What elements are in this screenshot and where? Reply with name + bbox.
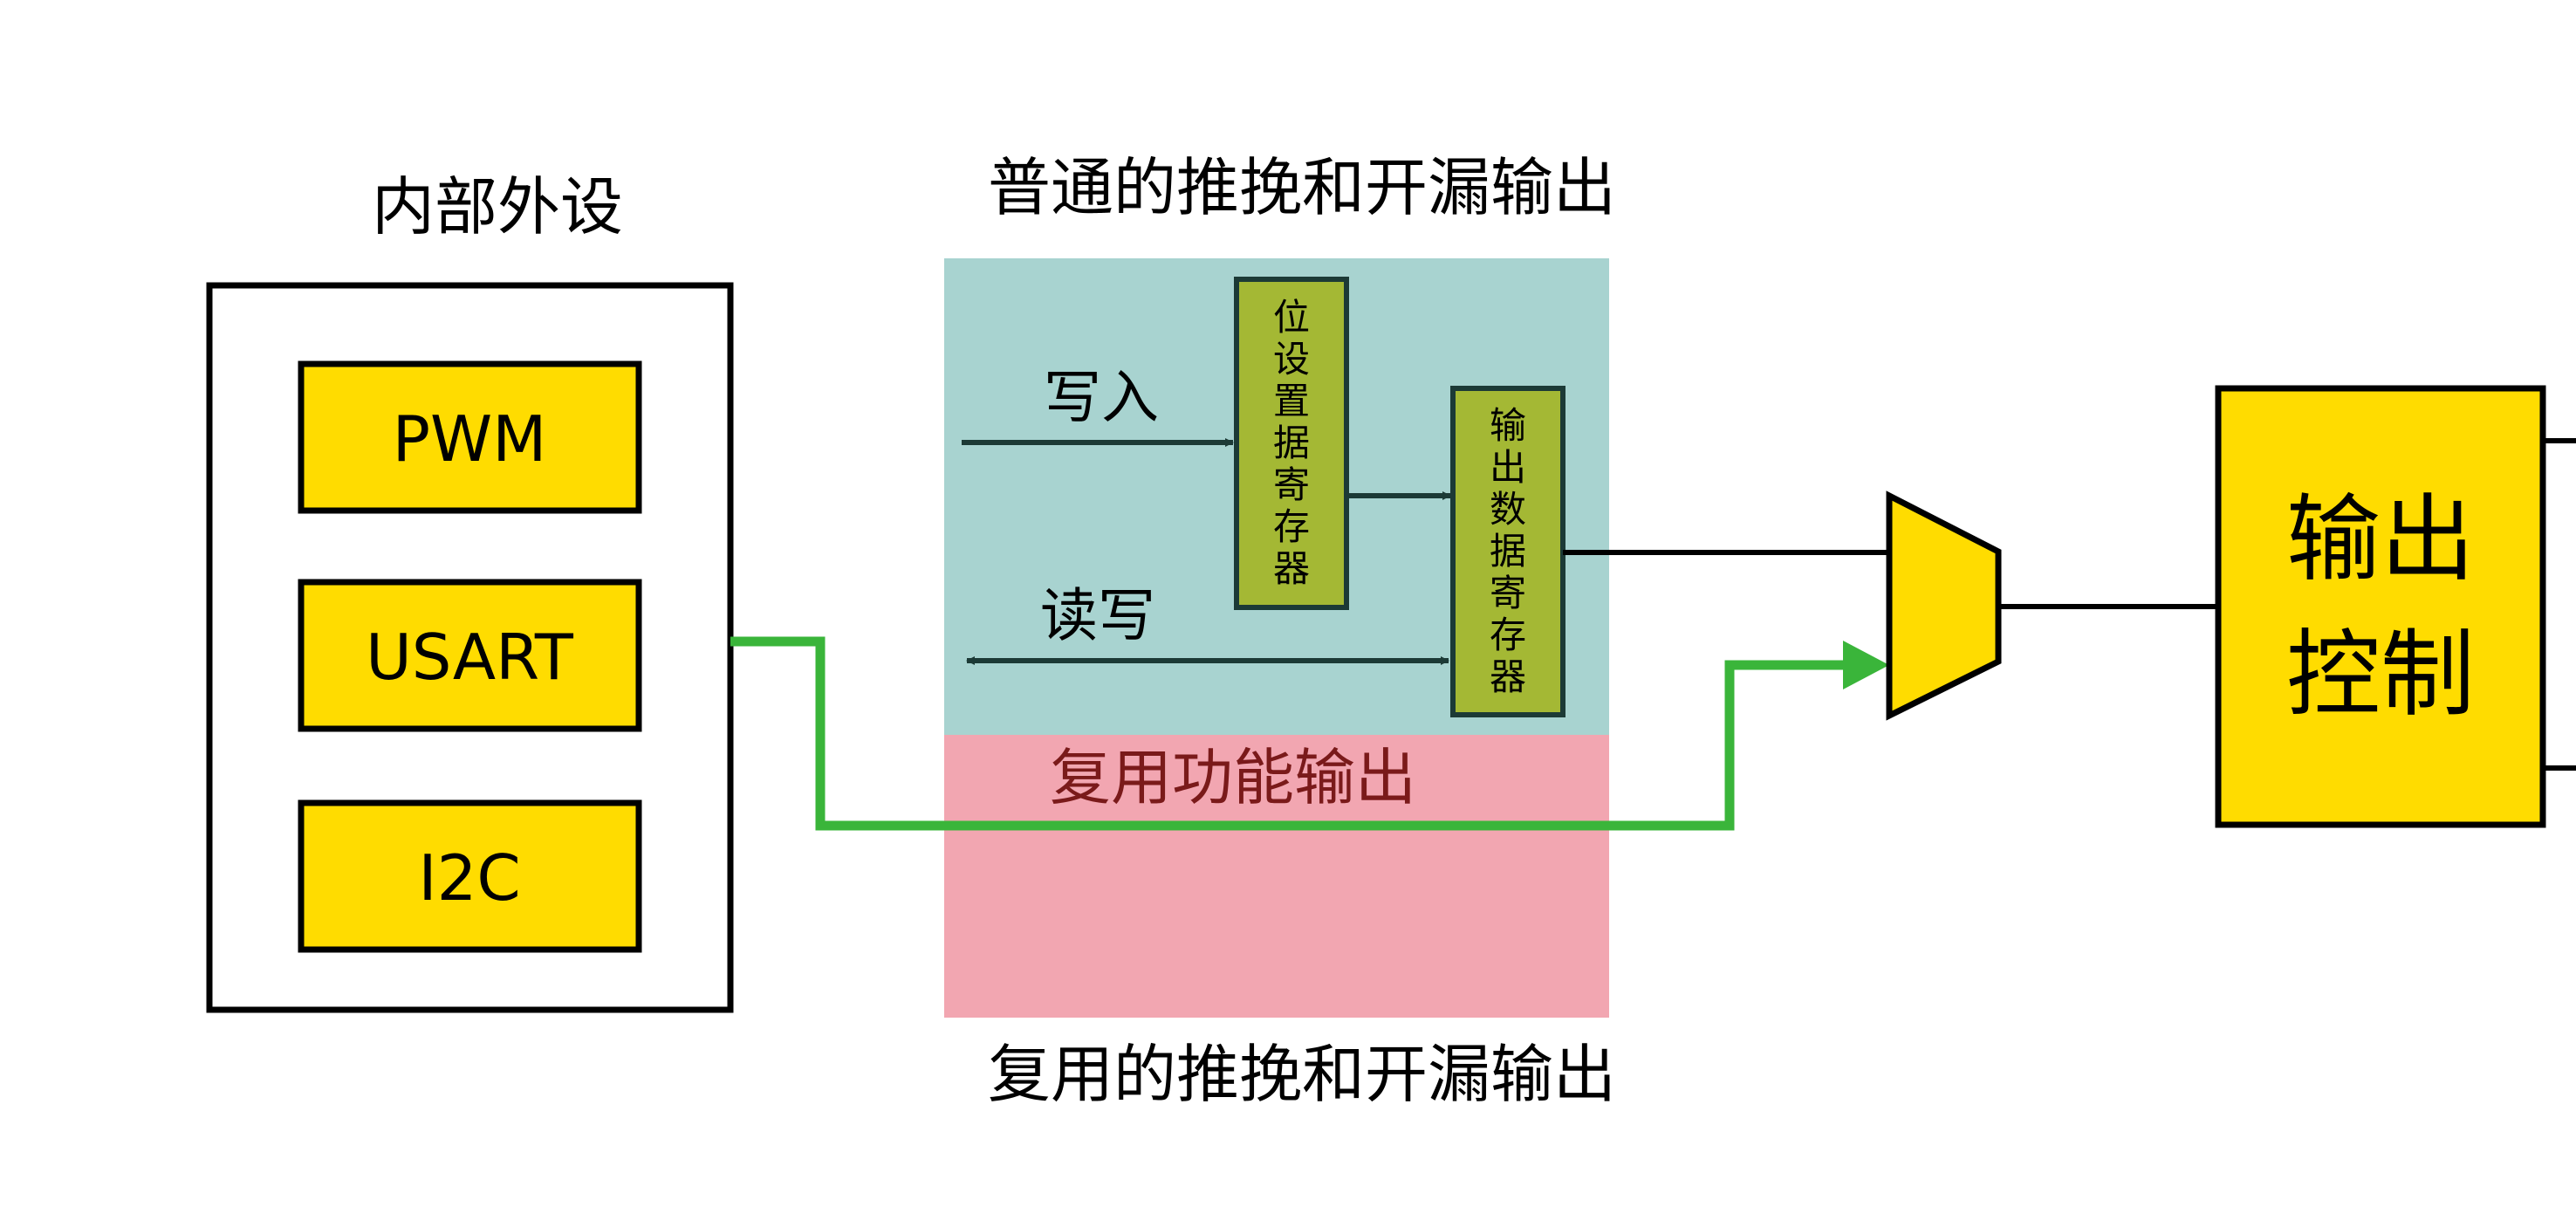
output-control-line-2: 控制 xyxy=(2286,621,2475,730)
bit-set-register-char: 存 xyxy=(1273,505,1310,548)
peripheral-pwm: PWM xyxy=(298,360,642,514)
alternate-signal-arrowhead xyxy=(1843,641,1889,689)
bit-set-register-char: 据 xyxy=(1273,422,1310,464)
output-data-register-char: 输 xyxy=(1490,404,1526,447)
alternate-output-title: 复用的推挽和开漏输出 xyxy=(988,1038,1616,1111)
alternate-signal-path xyxy=(730,636,1854,831)
normal-output-title: 普通的推挽和开漏输出 xyxy=(988,151,1616,224)
output-data-register-char: 据 xyxy=(1490,530,1526,573)
peripheral-usart-label: USART xyxy=(366,621,574,694)
bit-set-register-char: 设 xyxy=(1273,338,1310,381)
peripheral-usart: USART xyxy=(298,579,642,732)
output-control-block xyxy=(2215,385,2546,828)
mux-trapezoid-icon xyxy=(1886,490,2002,721)
output-data-register xyxy=(1450,386,1565,717)
bit-set-register-char: 置 xyxy=(1273,380,1310,422)
output-control-line-1: 输出 xyxy=(2286,485,2475,594)
output-data-register-char: 存 xyxy=(1490,614,1526,656)
alternate-output-region xyxy=(944,735,1609,1018)
read-write-label: 读写 xyxy=(1040,582,1155,649)
bit-set-register-char: 位 xyxy=(1273,296,1310,339)
peripheral-pwm-label: PWM xyxy=(393,402,547,476)
alternate-function-label: 复用功能输出 xyxy=(1050,742,1416,813)
peripheral-i2c-label: I2C xyxy=(418,841,520,915)
bit-set-register-char: 寄 xyxy=(1273,463,1310,506)
output-data-register-char: 寄 xyxy=(1490,572,1526,614)
bit-set-register-char: 器 xyxy=(1273,547,1310,590)
peripheral-i2c: I2C xyxy=(298,799,642,953)
output-data-register-char: 出 xyxy=(1490,446,1526,489)
output-data-register-char: 数 xyxy=(1490,488,1526,531)
output-data-register-char: 器 xyxy=(1490,655,1526,698)
write-label: 写入 xyxy=(1044,364,1159,431)
peripherals-title: 内部外设 xyxy=(372,170,623,243)
bit-set-register xyxy=(1234,277,1349,610)
